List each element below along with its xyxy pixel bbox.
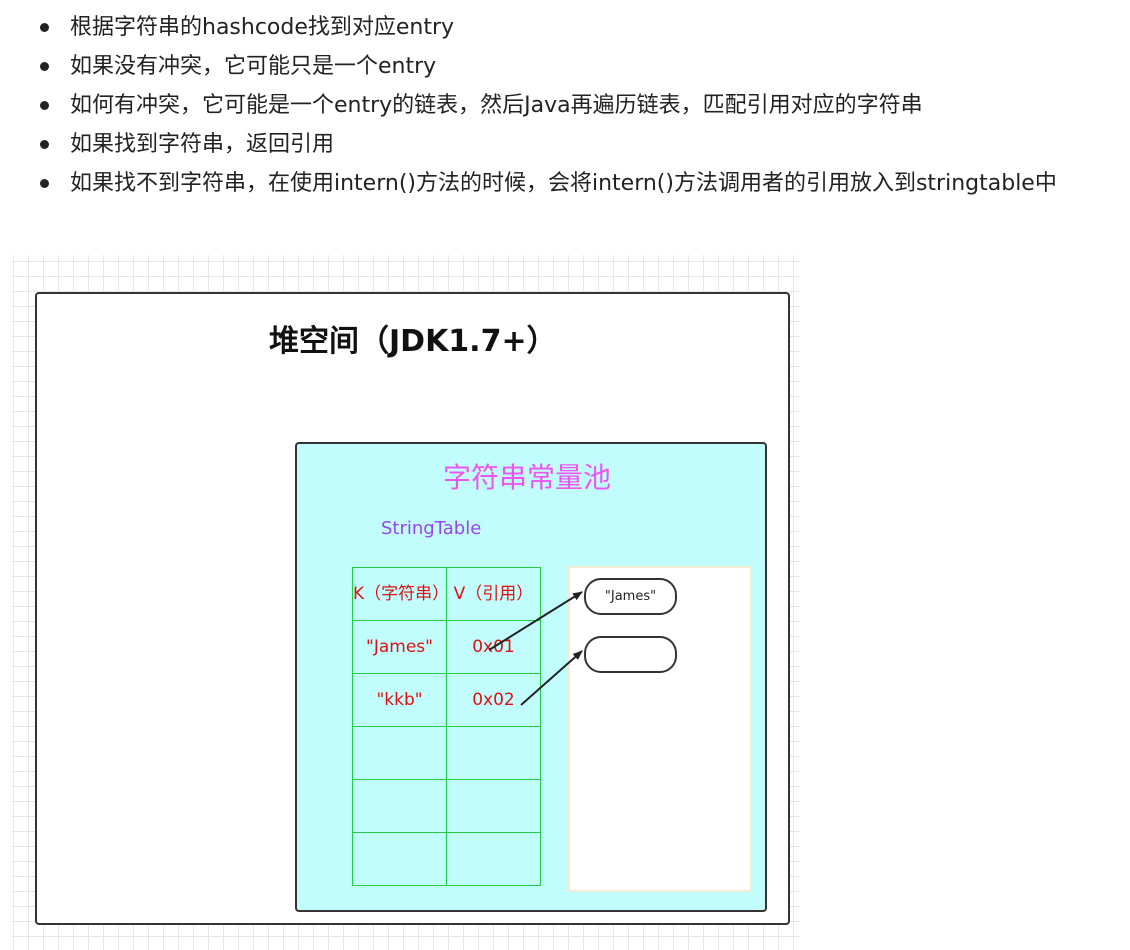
string-constant-pool-box: 字符串常量池 StringTable K（字符串） V（引用） "James" … — [295, 442, 767, 912]
table-cell — [352, 779, 447, 833]
string-table: K（字符串） V（引用） "James" 0x01 "kkb" 0x02 — [352, 567, 541, 886]
table-row — [352, 726, 541, 780]
arrow-0x02-to-node — [520, 650, 583, 706]
bullet-list: 根据字符串的hashcode找到对应entry 如果没有冲突，它可能只是一个en… — [40, 8, 1120, 203]
reference-arrows — [488, 591, 583, 706]
table-cell: "kkb" — [352, 673, 447, 727]
heap-title: 堆空间（JDK1.7+） — [269, 324, 557, 359]
bullet-item: 如何有冲突，它可能是一个entry的链表，然后Java再遍历链表，匹配引用对应的… — [40, 86, 1120, 125]
heap-space-box: 堆空间（JDK1.7+） 字符串常量池 StringTable K（字符串） V… — [35, 292, 790, 925]
table-cell — [446, 832, 541, 886]
table-header-row: K（字符串） V（引用） — [352, 567, 541, 621]
string-object-node — [584, 636, 677, 673]
table-cell — [352, 832, 447, 886]
table-header-value: V（引用） — [446, 567, 541, 621]
table-row — [352, 779, 541, 833]
table-row: "kkb" 0x02 — [352, 673, 541, 727]
diagram-canvas: 堆空间（JDK1.7+） 字符串常量池 StringTable K（字符串） V… — [12, 255, 800, 950]
string-object-node: "James" — [584, 578, 677, 615]
arrow-0x01-to-james — [488, 591, 583, 651]
bullet-item: 如果没有冲突，它可能只是一个entry — [40, 47, 1120, 86]
pool-title: 字符串常量池 — [443, 461, 612, 494]
table-cell — [446, 779, 541, 833]
pool-subtitle: StringTable — [381, 518, 482, 539]
bullet-item: 如果找到字符串，返回引用 — [40, 125, 1120, 164]
bullet-item: 根据字符串的hashcode找到对应entry — [40, 8, 1120, 47]
bullet-item: 如果找不到字符串，在使用intern()方法的时候，会将intern()方法调用… — [40, 164, 1120, 203]
heap-object-area: "James" — [568, 566, 752, 892]
table-row — [352, 832, 541, 886]
